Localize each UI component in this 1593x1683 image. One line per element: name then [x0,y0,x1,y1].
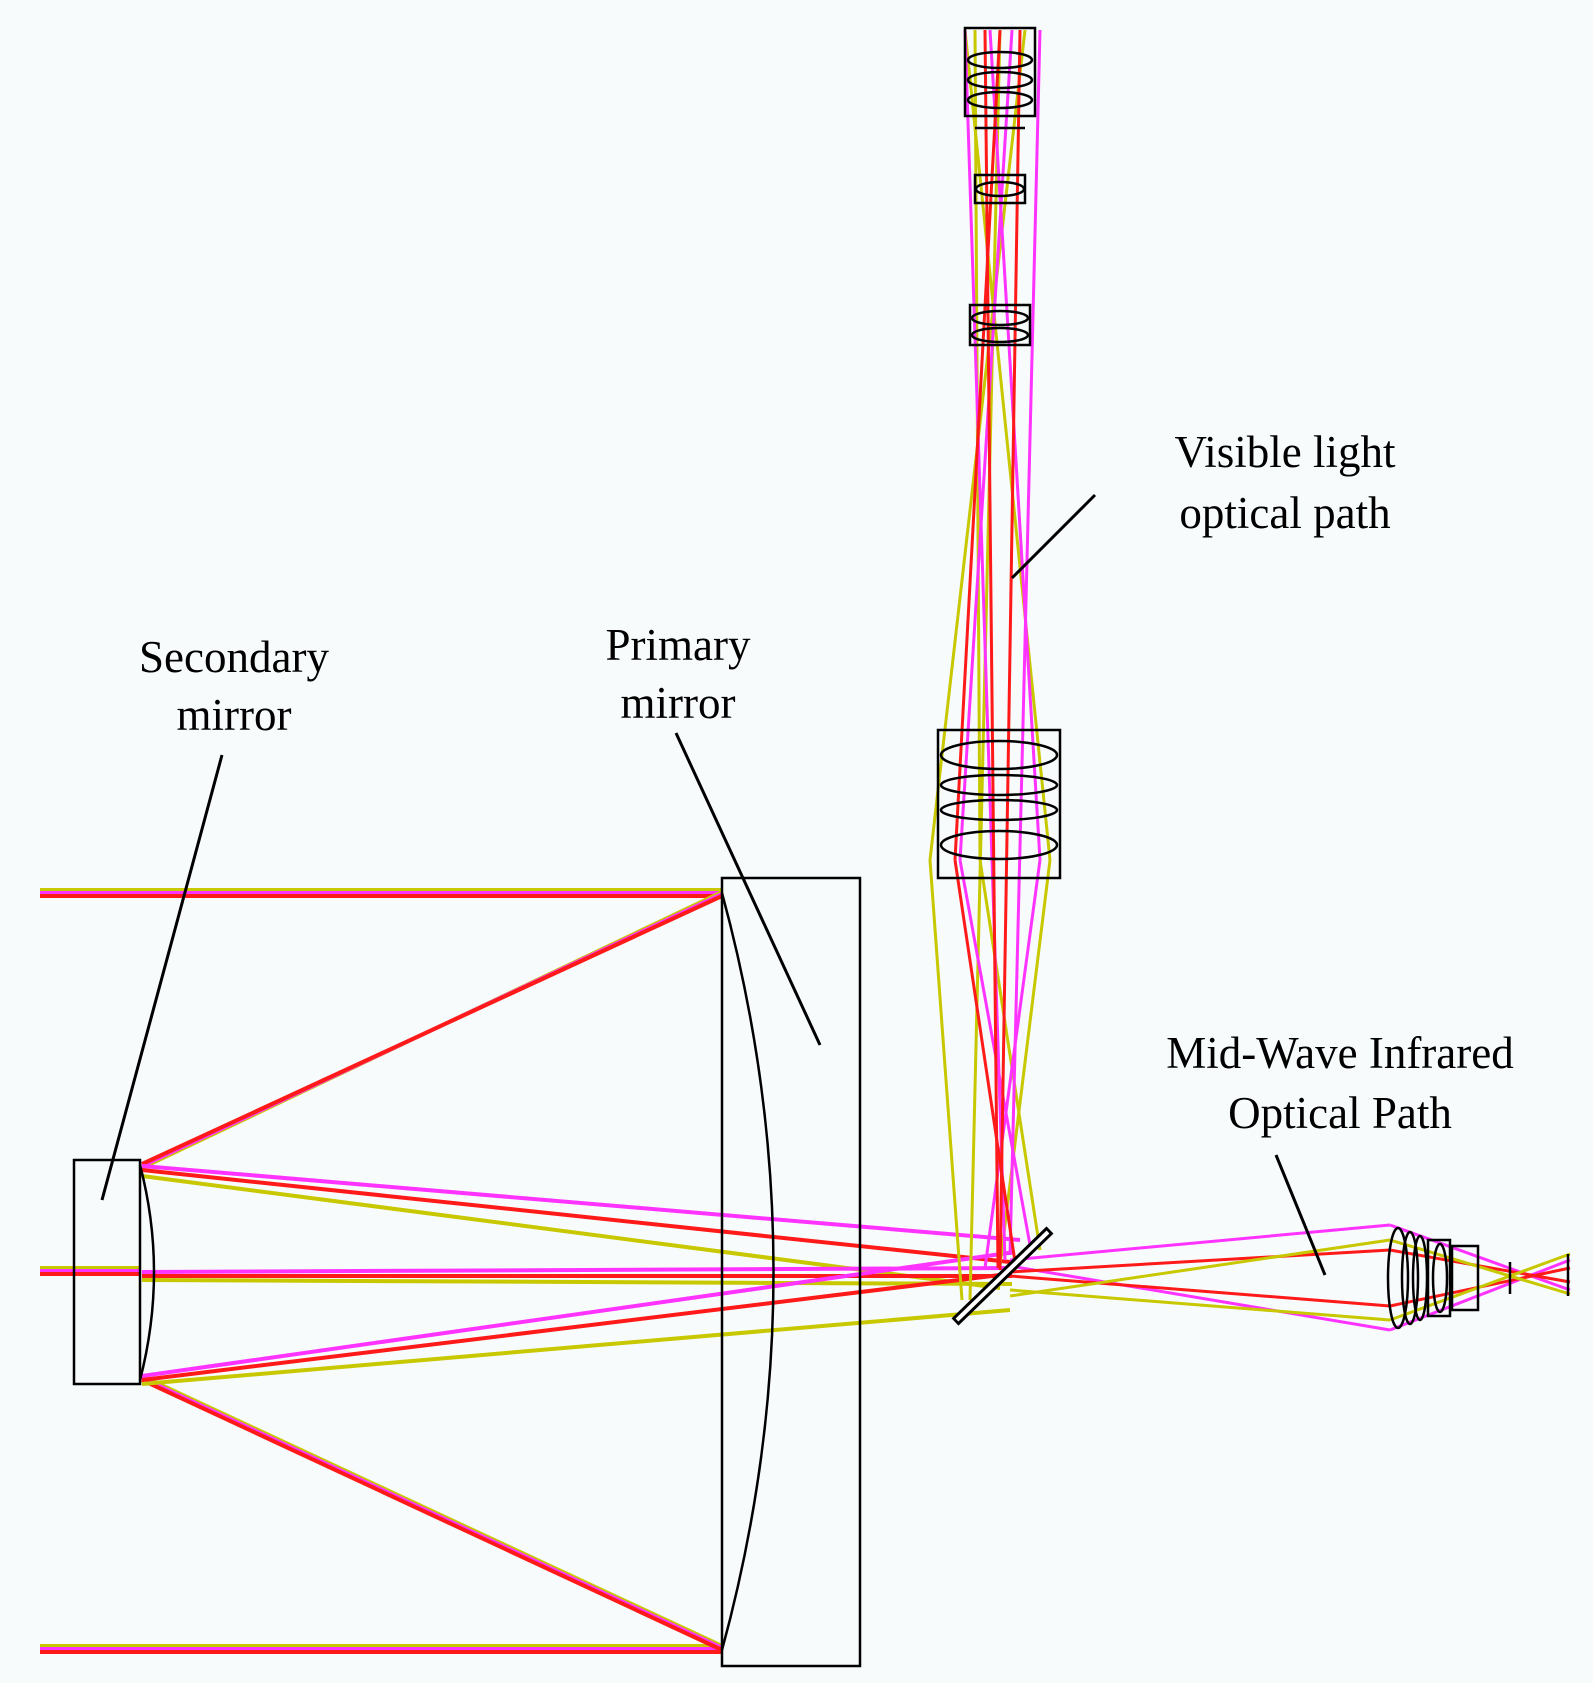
secondary-mirror-surface [138,1164,156,1381]
ray-s2b-upper-red [141,1168,1011,1264]
ray-s2b-upper-magenta [141,1164,1021,1242]
ray-s2b-center-magenta [141,1266,1013,1274]
visible-eyepiece-housing [963,26,1037,118]
vis-ray-magenta-4 [958,29,1014,861]
mwir-label-line1: Mid-Wave Infrared [1166,1028,1513,1078]
visible-lens-7 [970,326,1030,344]
ray-p2s-bottom-red [141,1378,723,1652]
ir-ray-red-3 [1009,1274,1391,1308]
vis-ray-red-1 [983,29,1000,1269]
secondary-label-line2: mirror [177,690,292,740]
mwir-lens-1 [1386,1226,1410,1330]
secondary-to-splitter-rays [141,1164,1021,1386]
primary-mirror [720,876,862,1668]
visible-label-line2: optical path [1179,488,1390,538]
vis-ray-yellow-4 [978,859,1042,1251]
primary-mirror-body [720,876,862,1668]
visible-lens-5 [974,180,1026,198]
incoming-beams [40,888,722,1654]
ray-p2s-top-red [141,894,723,1166]
leader-secondary-mirror [100,754,224,1201]
primary-label-line1: Primary [606,620,751,670]
leader-lines [100,493,1327,1276]
leader-mwir-path [1274,1154,1327,1276]
visible-relay-lens-1 [939,739,1059,771]
secondary-label-line1: Secondary [139,632,329,682]
ir-ray-magenta-4 [1389,1258,1571,1332]
ir-ray-yellow-2 [1389,1252,1571,1322]
ir-ray-magenta-3 [1009,1264,1391,1332]
visible-relay-lens-3 [939,798,1059,822]
ir-ray-yellow-1 [1009,1288,1391,1322]
vis-ray-magenta-6 [988,29,1042,861]
visible-lens-6-housing [968,303,1032,347]
beam-splitter [951,1226,1054,1326]
visible-lens-6 [970,309,1030,327]
ir-ray-red-1 [1009,1248,1391,1274]
ir-ray-magenta-1 [1009,1223,1391,1262]
mwir-lens-housing-2 [1450,1244,1480,1312]
vis-ray-yellow-7 [963,29,1052,861]
vis-ray-magenta-1 [963,29,1007,1261]
mwir-lens-4 [1431,1242,1449,1314]
secondary-mirror-body [72,1158,142,1386]
labels: Visible light optical path Secondary mir… [139,427,1514,1138]
vis-ray-red-2 [998,29,1022,1271]
ir-ray-yellow-3 [1009,1238,1391,1298]
visible-lens-1 [966,50,1034,70]
leader-visible-path [1010,493,1097,580]
ray-s2b-center-yellow [141,1278,1013,1286]
mwir-rays [1009,1223,1571,1332]
ray-s2b-lower-yellow [141,1308,1011,1386]
leader-primary-mirror [674,732,822,1046]
visible-lens-2 [966,70,1034,90]
visible-relay-lens-4 [939,829,1059,861]
mwir-lens-housing-1 [1426,1238,1452,1318]
secondary-mirror [72,1158,156,1386]
visible-lens-group [936,26,1062,880]
vis-ray-yellow-2 [928,859,964,1301]
ir-ray-yellow-4 [1389,1238,1571,1296]
visible-label-line1: Visible light [1174,427,1396,477]
primary-label-line2: mirror [621,678,736,728]
visible-light-rays [928,29,1052,1301]
primary-to-secondary-rays [141,890,723,1652]
vis-ray-yellow-6 [998,859,1052,1266]
vis-ray-magenta-5 [983,859,1042,1269]
ray-s2b-lower-red [141,1272,1009,1382]
mwir-lens-2 [1400,1230,1420,1326]
ray-s2b-lower-magenta [141,1250,1016,1378]
visible-relay-lens-2 [939,773,1059,797]
beam-splitter-plate-core [955,1230,1050,1322]
vis-ray-red-4 [953,29,1002,861]
mwir-lens-group [1386,1226,1570,1330]
visible-lens-3 [966,90,1034,110]
telescope-rays [40,888,1021,1654]
vis-ray-red-3 [953,859,1017,1263]
primary-mirror-surface [720,892,775,1651]
visible-relay-lens-housing [936,728,1062,880]
mwir-label-line2: Optical Path [1228,1088,1452,1138]
